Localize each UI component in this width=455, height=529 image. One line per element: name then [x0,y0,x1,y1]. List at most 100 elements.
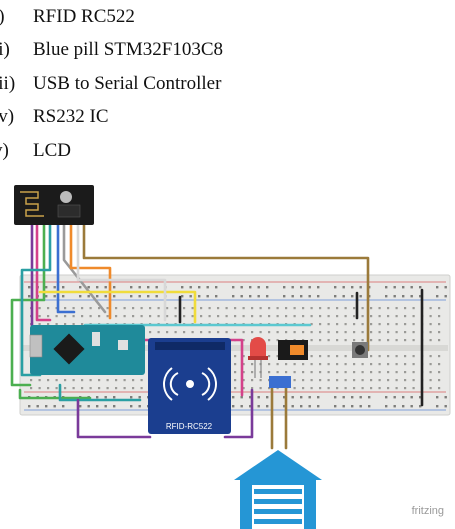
breadboard-hole [342,295,345,298]
wire-gray [62,223,107,314]
breadboard-hole [387,339,390,342]
wire-brown [82,223,370,352]
breadboard-hole [344,371,347,374]
breadboard-hole [104,396,107,399]
breadboard-hole [47,307,50,310]
breadboard-hole [344,331,347,334]
breadboard-hole [336,339,339,342]
breadboard-hole [257,295,260,298]
breadboard-hole [344,379,347,382]
breadboard-hole [387,315,390,318]
breadboard-hole [378,315,381,318]
breadboard-hole [30,387,33,390]
breadboard-hole [319,307,322,310]
breadboard-hole [308,286,311,289]
breadboard-hole [242,331,245,334]
breadboard-hole [319,323,322,326]
breadboard-hole [123,315,126,318]
breadboard-hole [268,315,271,318]
breadboard-hole [232,295,235,298]
breadboard-hole [55,387,58,390]
breadboard-hole [266,405,269,408]
breadboard-hole [251,315,254,318]
breadboard-hole [276,355,279,358]
breadboard-hole [412,371,415,374]
breadboard-hole [310,339,313,342]
breadboard-hole [293,315,296,318]
breadboard-hole [370,307,373,310]
breadboard-hole [387,323,390,326]
list-number: i) [0,6,5,28]
breadboard-hole [308,295,311,298]
breadboard-hole [327,355,330,358]
breadboard-hole [444,396,447,399]
breadboard-hole [310,387,313,390]
red-led [248,337,268,378]
breadboard-hole [359,286,362,289]
breadboard-hole [404,315,407,318]
breadboard-hole [419,405,422,408]
breadboard-hole [138,405,141,408]
breadboard-hole [96,405,99,408]
breadboard-hole [412,363,415,366]
breadboard-hole [45,295,48,298]
breadboard-hole [149,315,152,318]
breadboard-hole [47,315,50,318]
breadboard-hole [62,405,65,408]
breadboard-hole [79,286,82,289]
breadboard-hole [157,307,160,310]
breadboard-hole [370,323,373,326]
breadboard-hole [402,396,405,399]
breadboard-hole [240,295,243,298]
breadboard-hole [140,387,143,390]
breadboard-hole [53,295,56,298]
breadboard-hole [242,371,245,374]
breadboard-hole [200,307,203,310]
breadboard-hole [395,379,398,382]
breadboard-hole [47,387,50,390]
breadboard-hole [429,371,432,374]
breadboard-hole [336,387,339,390]
breadboard-hole [410,396,413,399]
breadboard-hole [251,379,254,382]
breadboard-hole [45,286,48,289]
breadboard-hole [429,323,432,326]
breadboard-hole [387,387,390,390]
breadboard-hole [155,286,158,289]
breadboard-hole [225,331,228,334]
breadboard-hole [174,307,177,310]
breadboard-hole [285,363,288,366]
breadboard-hole [81,315,84,318]
breadboard-hole [113,286,116,289]
breadboard-hole [412,355,415,358]
breadboard-hole [291,396,294,399]
breadboard-hole [361,339,364,342]
breadboard-hole [174,331,177,334]
breadboard-hole [300,396,303,399]
breadboard-hole [293,371,296,374]
breadboard-hole [242,307,245,310]
breadboard-hole [198,295,201,298]
breadboard-hole [72,379,75,382]
breadboard-hole [293,379,296,382]
breadboard-hole [438,379,441,382]
breadboard-hole [174,315,177,318]
breadboard-hole [62,286,65,289]
breadboard-hole [370,331,373,334]
breadboard-hole [268,331,271,334]
breadboard-hole [98,307,101,310]
breadboard-hole [310,331,313,334]
breadboard-hole [336,331,339,334]
breadboard-hole [378,307,381,310]
breadboard-hole [191,331,194,334]
breadboard-hole [402,405,405,408]
breadboard-hole [217,307,220,310]
breadboard-hole [378,387,381,390]
breadboard-hole [327,339,330,342]
breadboard-hole [36,405,39,408]
breadboard-hole [55,307,58,310]
breadboard-hole [291,286,294,289]
breadboard-hole [412,315,415,318]
breadboard-hole [240,396,243,399]
breadboard-hole [327,331,330,334]
